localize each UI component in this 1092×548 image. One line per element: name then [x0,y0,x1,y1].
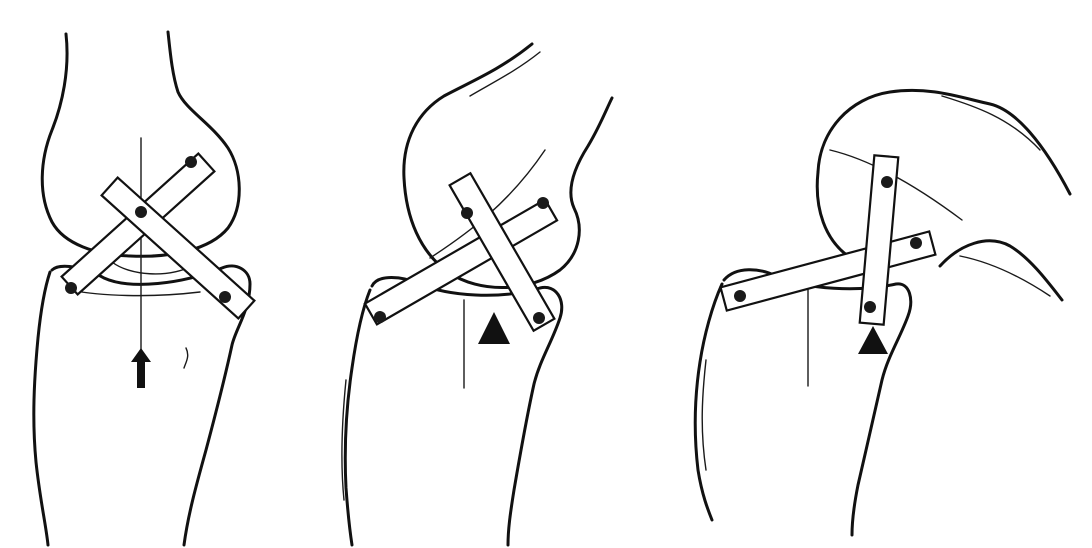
tibia-outline [50,264,252,547]
tibia-side-line [701,359,707,471]
femur-epiphyseal-line [829,149,963,221]
triangle-marker [478,312,510,344]
linkage-bar-short [448,171,556,333]
tibia-left-edge [693,282,724,522]
tibia-side-line [341,379,347,501]
tibia-plateau-texture [69,289,201,369]
arrow-marker [131,348,151,388]
panel-extension [32,30,256,547]
femur-outline [402,42,614,289]
panel-deep-flexion [693,88,1072,537]
femur-shaft-line [469,51,541,97]
linkage-bar-lower [100,175,256,321]
linkage-bar-short [858,154,900,326]
femur-shaft-lower [938,239,1064,302]
tibia-left-edge [32,270,52,547]
tibia-left-edge [343,288,372,547]
femur-shaft-line [941,95,1051,297]
femur-outline [816,88,1072,196]
triangle-marker [858,326,888,354]
linkage-bar-long [363,197,559,326]
panel-partial-flexion [341,42,614,547]
